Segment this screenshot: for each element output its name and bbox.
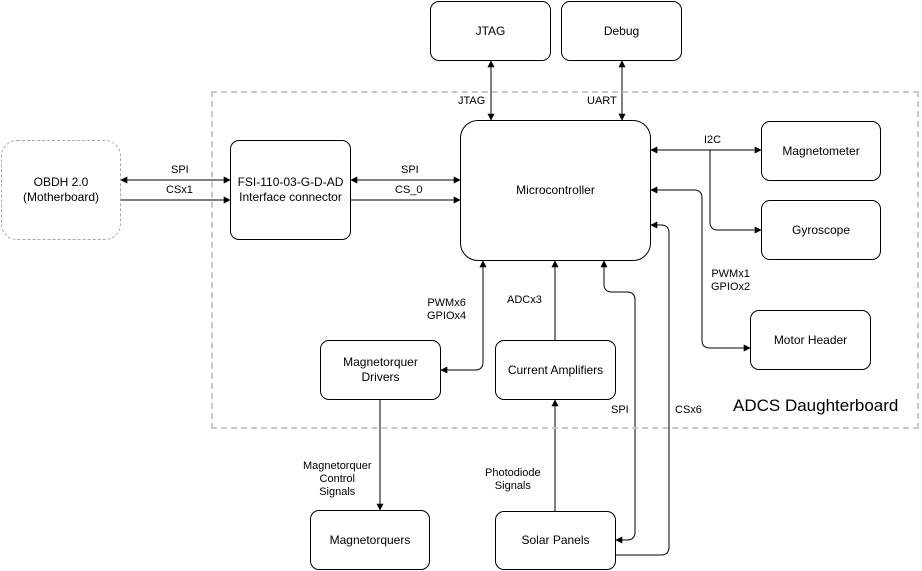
solar-panels-label: Solar Panels xyxy=(521,533,590,547)
motor-header-label: Motor Header xyxy=(773,332,848,347)
solar-cs-label: CSx6 xyxy=(675,404,702,416)
fsi-part-number: FSI-110-03-G-D-AD xyxy=(237,175,344,189)
solar-spi-connection xyxy=(600,260,636,544)
magnetorquers-label: Magnetorquers xyxy=(329,532,411,547)
photodiode-label: Photodiode Signals xyxy=(485,467,541,493)
fsi-spi-label: SPI xyxy=(401,164,419,176)
magnetometer-block[interactable]: Magnetometer xyxy=(761,121,881,181)
motor-pwm-label: PWMx1 xyxy=(711,268,750,280)
jtag-block[interactable]: JTAG xyxy=(430,1,551,61)
solar-cs-connection xyxy=(616,221,670,556)
magnetometer-label: Magnetometer xyxy=(782,143,860,158)
current-amplifiers-block[interactable]: Current Amplifiers xyxy=(495,340,616,400)
motor-gpio-label: GPIOx2 xyxy=(711,281,751,293)
fsi-description: Interface connector xyxy=(239,190,342,204)
microcontroller-label: Microcontroller xyxy=(516,183,595,197)
motor-pwm-gpio-label: PWMx1 GPIOx2 xyxy=(711,268,750,294)
obdh-csx1-label: CSx1 xyxy=(166,184,193,196)
obdh-block-title: OBDH 2.0 xyxy=(33,175,89,189)
solar-panels-block[interactable]: Solar Panels xyxy=(495,511,616,570)
drivers-pwm-label: PWMx6 xyxy=(427,297,466,309)
adcs-daughterboard-region xyxy=(211,91,919,429)
magnetorquers-block[interactable]: Magnetorquers xyxy=(310,510,430,570)
obdh-spi-label: SPI xyxy=(171,164,189,176)
obdh-block[interactable]: OBDH 2.0 (Motherboard) xyxy=(1,140,121,240)
jtag-link-label: JTAG xyxy=(458,95,486,107)
fsi-cs0-label: CS_0 xyxy=(395,184,423,196)
debug-block[interactable]: Debug xyxy=(561,1,682,61)
magnetorquer-drivers-label: Magnetorquer Drivers xyxy=(343,355,418,384)
photodiode-line2: Signals xyxy=(494,480,531,492)
motor-header-connection xyxy=(650,186,751,352)
magnetorquer-control-line1: Magnetorquer xyxy=(303,460,372,472)
obdh-block-subtitle: (Motherboard) xyxy=(22,190,100,204)
i2c-label: I2C xyxy=(704,134,722,146)
gyroscope-block[interactable]: Gyroscope xyxy=(761,200,881,260)
magnetorquer-control-line3: Signals xyxy=(319,486,356,498)
motor-header-block[interactable]: Motor Header xyxy=(750,310,871,370)
driver-connection xyxy=(440,260,487,374)
magnetorquer-control-label: Magnetorquer Control Signals xyxy=(303,460,372,499)
magnetorquer-drivers-block[interactable]: Magnetorquer Drivers xyxy=(320,340,441,400)
drivers-pwm-gpio-label: PWMx6 GPIOx4 xyxy=(427,297,466,323)
gyroscope-label: Gyroscope xyxy=(791,222,851,237)
debug-block-label: Debug xyxy=(603,23,640,38)
fsi-connector-block[interactable]: FSI-110-03-G-D-AD Interface connector xyxy=(230,140,351,240)
adc-label: ADCx3 xyxy=(507,294,542,306)
microcontroller-block[interactable]: Microcontroller xyxy=(460,120,651,261)
solar-spi-label: SPI xyxy=(611,404,629,416)
current-amplifiers-label: Current Amplifiers xyxy=(507,362,604,377)
uart-link-label: UART xyxy=(587,95,617,107)
adcs-daughterboard-label: ADCS Daughterboard xyxy=(733,396,899,415)
photodiode-line1: Photodiode xyxy=(485,467,541,479)
drivers-gpio-label: GPIOx4 xyxy=(427,310,467,322)
magnetorquer-control-line2: Control xyxy=(319,473,355,485)
jtag-block-label: JTAG xyxy=(475,23,506,38)
